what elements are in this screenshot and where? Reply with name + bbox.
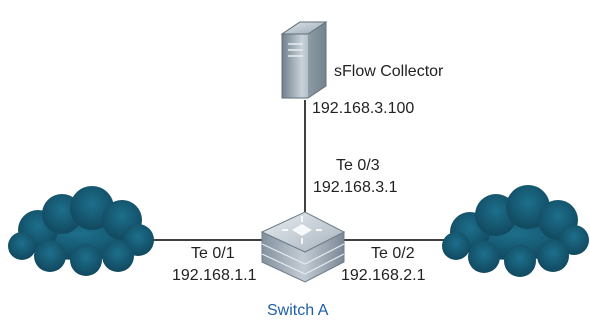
cloud-icon — [8, 186, 154, 276]
left-ip-label: 192.168.1.1 — [172, 267, 257, 284]
server-icon — [280, 21, 328, 99]
collector-name-label: sFlow Collector — [334, 63, 444, 80]
left-port-label: Te 0/1 — [191, 245, 235, 262]
uplink-ip-label: 192.168.3.1 — [313, 179, 398, 196]
switch-icon — [260, 211, 346, 283]
right-ip-label: 192.168.2.1 — [341, 267, 426, 284]
cloud-icon — [442, 185, 589, 277]
switch-name-label: Switch A — [267, 302, 329, 319]
right-port-label: Te 0/2 — [371, 245, 415, 262]
collector-ip-label: 192.168.3.100 — [312, 100, 415, 117]
uplink-port-label: Te 0/3 — [336, 157, 380, 174]
